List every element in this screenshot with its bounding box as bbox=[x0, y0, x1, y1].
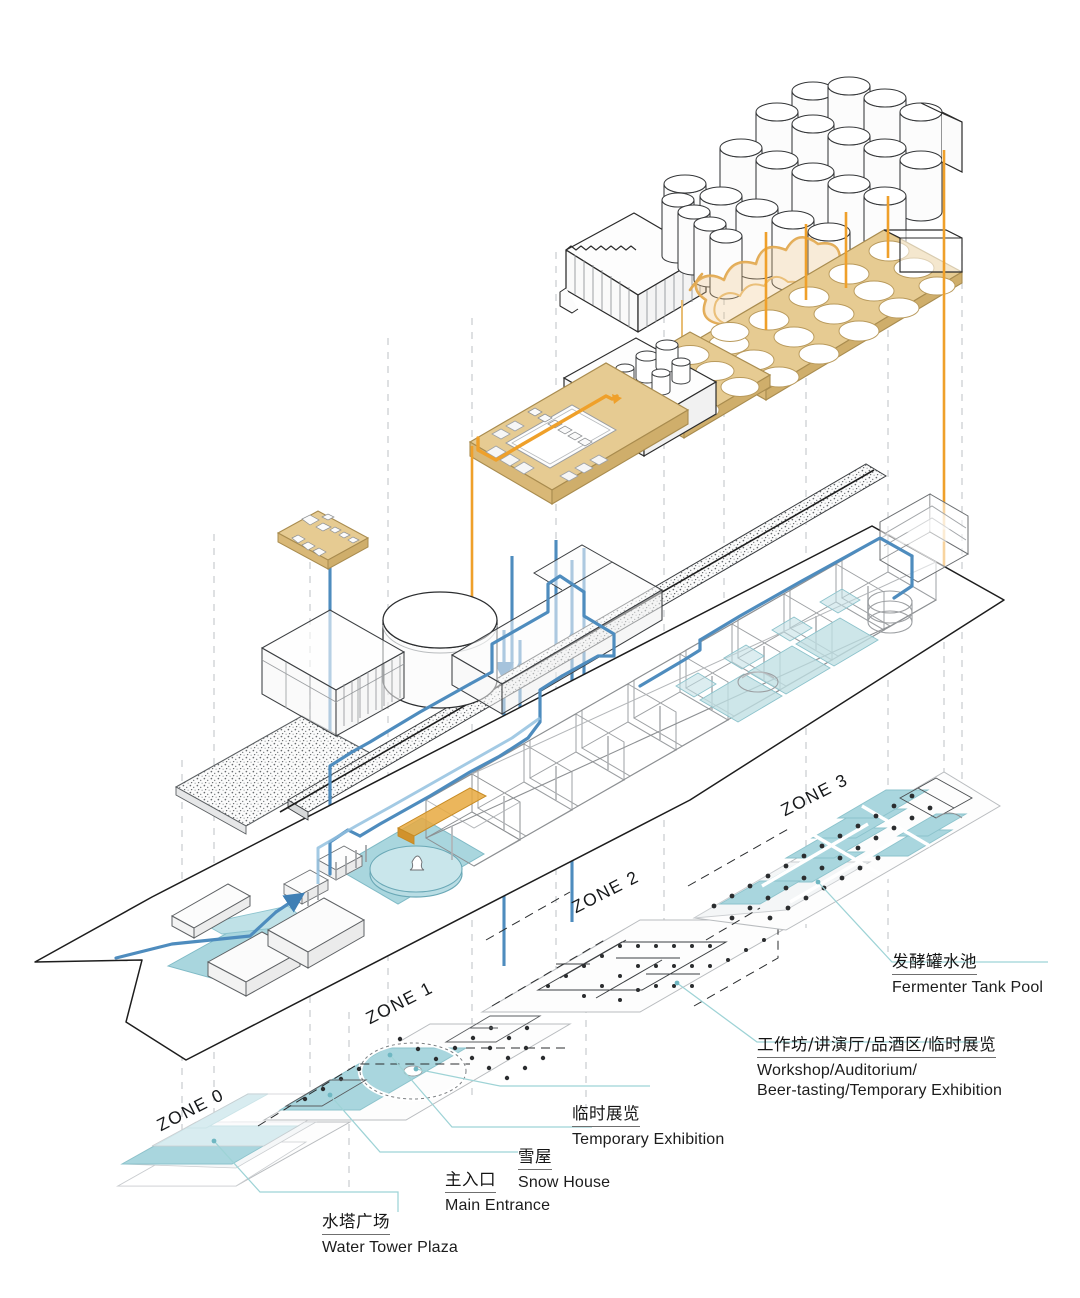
low-bar-buildings bbox=[170, 883, 366, 997]
callout-workshop-auditorium: 工作坊/讲演厅/品酒区/临时展览 Workshop/Auditorium/Beer… bbox=[757, 1035, 1002, 1101]
mid-level-assembly bbox=[468, 229, 964, 505]
callout-main-entrance-cn: 主入口 bbox=[445, 1170, 496, 1193]
blue-circulation-route-light bbox=[316, 716, 541, 884]
callout-fermenter-tank-pool-cn: 发酵罐水池 bbox=[892, 952, 977, 975]
ground-ramp bbox=[396, 787, 488, 845]
orange-circulation-arrows bbox=[476, 394, 622, 462]
callout-water-tower-plaza: 水塔广场 Water Tower Plaza bbox=[322, 1212, 458, 1258]
leader-workshop-auditorium bbox=[676, 982, 980, 1043]
leader-snow-house bbox=[389, 1054, 592, 1128]
callout-fermenter-tank-pool: 发酵罐水池 Fermenter Tank Pool bbox=[892, 952, 1043, 998]
callout-workshop-auditorium-en: Workshop/Auditorium/Beer-tasting/Tempora… bbox=[757, 1061, 1003, 1099]
round-platform bbox=[737, 671, 779, 693]
label-leader-lines bbox=[213, 881, 1048, 1212]
callout-main-entrance: 主入口 Main Entrance bbox=[445, 1170, 550, 1216]
leader-fermenter-tank-pool bbox=[817, 881, 1048, 963]
leader-dot-water-tower-plaza bbox=[211, 1138, 217, 1144]
callout-snow-house-cn: 雪屋 bbox=[518, 1147, 552, 1170]
landscape-terrace bbox=[468, 362, 690, 505]
plan-zone-3 bbox=[687, 771, 1001, 941]
snow-house-pool bbox=[335, 817, 485, 905]
callout-fermenter-tank-pool-en: Fermenter Tank Pool bbox=[892, 978, 1044, 996]
ground-level-assembly bbox=[34, 463, 1005, 1061]
label-leader-dots bbox=[211, 879, 821, 1144]
leader-dot-main-entrance bbox=[327, 1092, 333, 1098]
leader-temporary-exhibition bbox=[415, 1068, 650, 1087]
west-service-building bbox=[260, 609, 406, 737]
callout-workshop-auditorium-cn: 工作坊/讲演厅/品酒区/临时展览 bbox=[757, 1035, 997, 1058]
callout-temporary-exhibition-en: Temporary Exhibition bbox=[572, 1130, 725, 1148]
callout-water-tower-plaza-cn: 水塔广场 bbox=[322, 1212, 390, 1235]
roof-island-plan bbox=[276, 510, 370, 570]
callout-main-entrance-en: Main Entrance bbox=[445, 1196, 551, 1214]
plan-zone-1 bbox=[257, 1015, 572, 1127]
zone-plans bbox=[116, 771, 1001, 1187]
leader-dot-workshop-auditorium bbox=[674, 980, 680, 986]
callout-water-tower-plaza-en: Water Tower Plaza bbox=[322, 1238, 458, 1256]
callout-temporary-exhibition: 临时展览 Temporary Exhibition bbox=[572, 1104, 724, 1150]
leader-main-entrance bbox=[329, 1094, 518, 1153]
leader-dot-temporary-exhibition bbox=[413, 1066, 419, 1072]
leader-dot-snow-house bbox=[387, 1052, 393, 1058]
leader-water-tower-plaza bbox=[213, 1140, 399, 1212]
mullion-posts bbox=[307, 845, 367, 906]
leader-dot-fermenter-tank-pool bbox=[815, 879, 821, 885]
callout-snow-house-en: Snow House bbox=[518, 1173, 611, 1191]
spiral-stair bbox=[867, 590, 913, 634]
callout-snow-house: 雪屋 Snow House bbox=[518, 1147, 610, 1193]
fermenter-pool-bays bbox=[675, 588, 879, 723]
callout-temporary-exhibition-cn: 临时展览 bbox=[572, 1104, 640, 1127]
